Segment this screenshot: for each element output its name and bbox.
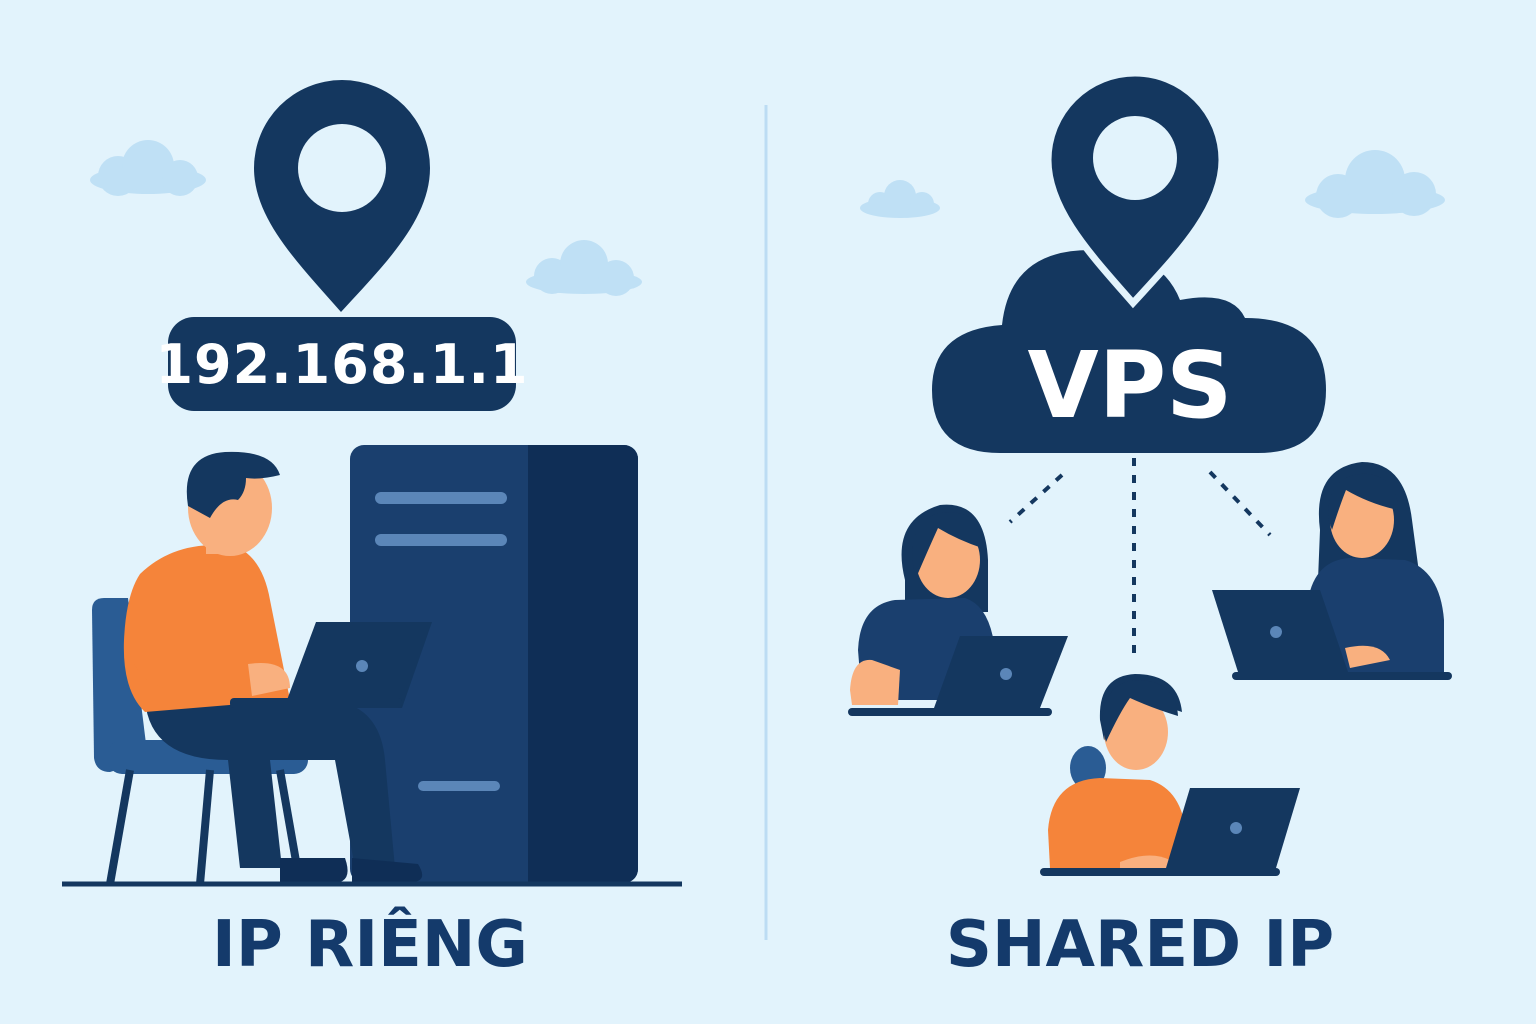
ip-address-label: 192.168.1.1 [155,317,528,411]
user-woman-icon-left [850,504,995,705]
laptop-icon-woman-left [848,636,1068,716]
laptop-icon-woman-bottom [1040,788,1300,876]
laptop-icon-woman-right [1212,590,1452,680]
vps-cloud-icon [932,250,1326,453]
cloud-decoration-left-top [90,140,206,196]
user-man-icon [123,451,423,882]
location-pin-icon-left [254,80,430,312]
location-pin-icon-right [1044,69,1226,309]
cloud-decoration-right-top [1305,150,1445,218]
caption-shared-ip: SHARED IP [945,908,1335,982]
caption-private-ip: IP RIÊNG [212,908,528,982]
vps-cloud-label: VPS [1027,331,1233,439]
laptop-icon-left [230,622,432,708]
server-tower-icon [350,445,638,883]
cloud-decoration-left-mid [526,240,642,296]
user-woman-icon-bottom [1048,674,1186,872]
cloud-decoration-right-left [860,180,940,218]
user-woman-icon-right [1308,462,1444,672]
connection-lines [1008,458,1272,656]
